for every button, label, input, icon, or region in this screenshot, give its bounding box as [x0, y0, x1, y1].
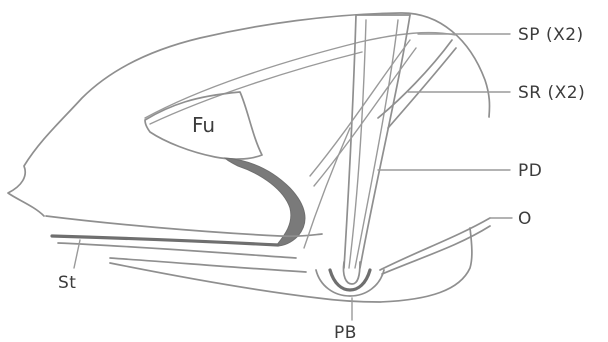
label-fu: Fu: [192, 113, 215, 137]
label-pd: PD: [518, 161, 542, 181]
o-lower-line: [382, 226, 490, 274]
sr-bundle-lower: [388, 48, 456, 128]
lower-inner-curve: [110, 258, 306, 272]
label-pb: PB: [334, 323, 357, 342]
pd-left-edge: [344, 15, 356, 268]
label-sp: SP (X2): [518, 25, 584, 45]
st-stripe-upper: [46, 216, 322, 236]
pd-inner-right: [355, 20, 398, 268]
dorsal-inner-line-2: [150, 52, 362, 124]
body-outline: [8, 13, 490, 216]
pb-center-stem: [343, 262, 360, 284]
diagonal-muscle-3: [304, 128, 350, 248]
label-o: O: [518, 209, 532, 229]
label-sr: SR (X2): [518, 83, 585, 103]
pd-right-edge: [360, 15, 410, 268]
o-upper-line: [380, 218, 490, 270]
pb-inner-cup: [330, 270, 370, 290]
label-st: St: [58, 273, 76, 293]
